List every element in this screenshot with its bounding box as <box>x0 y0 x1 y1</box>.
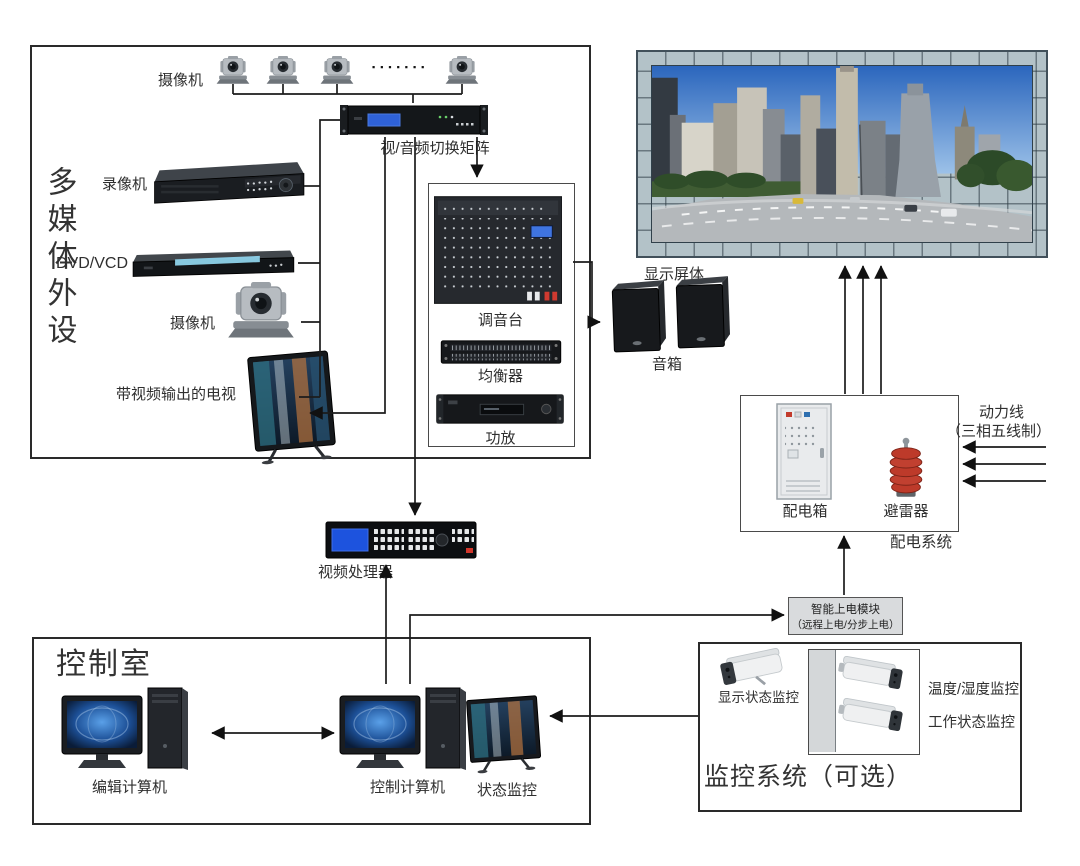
cameras-row-label: 摄像机 <box>158 72 204 89</box>
dvd-label: DVD/VCD <box>56 255 129 272</box>
monitoring-system-box <box>698 642 1022 812</box>
monitoring-sub-box <box>808 649 920 755</box>
power-system-label: 配电系统 <box>890 534 953 551</box>
display-status-label: 显示状态监控 <box>718 690 799 705</box>
edit-computer-icon <box>60 686 195 778</box>
ptz-camera-icon <box>443 56 481 85</box>
multimedia-group-title: 多媒体外设 <box>42 166 76 351</box>
dvr-label: 录像机 <box>102 176 148 193</box>
mid-camera-label: 摄像机 <box>170 315 216 332</box>
mains-label-line1: 动力线 <box>979 404 1025 421</box>
temp-humidity-label: 温度/湿度监控 <box>928 682 1020 698</box>
control-room-title: 控制室 <box>56 648 152 681</box>
temp-humidity-camera-icon <box>835 650 912 698</box>
monitoring-title: 监控系统（可选） <box>704 763 913 791</box>
ptz-camera-icon <box>318 56 356 85</box>
screen-label: 显示屏体 <box>644 266 705 283</box>
ellipsis-dots: ▪▪▪▪▪▪▪ <box>372 62 430 72</box>
power-distribution-box <box>740 395 959 532</box>
mains-label-line2: （三相五线制） <box>946 423 1052 440</box>
matrix-label: 视/音频切换矩阵 <box>380 140 490 157</box>
lightning-arrester-icon <box>882 434 930 500</box>
amplifier-icon <box>434 392 566 426</box>
video-processor-icon <box>324 520 478 560</box>
video-processor-label: 视频处理器 <box>318 564 394 581</box>
led-screen-frame <box>636 50 1048 258</box>
mixer-icon <box>434 196 562 306</box>
work-status-label: 工作状态监控 <box>928 715 1015 731</box>
status-monitor-label: 状态监控 <box>477 782 538 799</box>
led-screen-image <box>651 65 1033 243</box>
smart-power-module-line2: （远程上电/分步上电） <box>791 618 900 631</box>
edit-computer-label: 编辑计算机 <box>92 779 168 796</box>
tv-icon <box>243 348 342 465</box>
dvd-player-icon <box>126 246 300 280</box>
control-room-box <box>32 637 591 825</box>
speakers-label: 音箱 <box>652 356 683 373</box>
equalizer-icon <box>436 338 566 366</box>
distribution-cabinet-icon <box>776 402 834 502</box>
mixer-label: 调音台 <box>477 312 523 329</box>
camera-mount-bar <box>809 650 836 752</box>
control-computer-icon <box>338 686 473 778</box>
speakers-icon <box>610 274 736 356</box>
tv-label: 带视频输出的电视 <box>116 386 237 403</box>
distribution-box-label: 配电箱 <box>782 503 828 520</box>
dvr-icon <box>148 152 308 210</box>
work-status-camera-icon <box>835 692 912 740</box>
arrester-label: 避雷器 <box>883 503 929 520</box>
ptz-camera-icon <box>214 56 252 85</box>
ptz-camera-icon <box>264 56 302 85</box>
av-matrix-icon <box>338 103 490 137</box>
equalizer-label: 均衡器 <box>477 368 523 385</box>
smart-power-module: 智能上电模块 （远程上电/分步上电） <box>788 597 903 635</box>
smart-power-module-line1: 智能上电模块 <box>811 603 880 616</box>
multimedia-peripherals-box <box>30 45 591 459</box>
status-monitor-icon <box>463 693 546 776</box>
amplifier-label: 功放 <box>485 430 516 447</box>
control-computer-label: 控制计算机 <box>370 779 446 796</box>
ptz-camera-icon <box>222 282 300 340</box>
